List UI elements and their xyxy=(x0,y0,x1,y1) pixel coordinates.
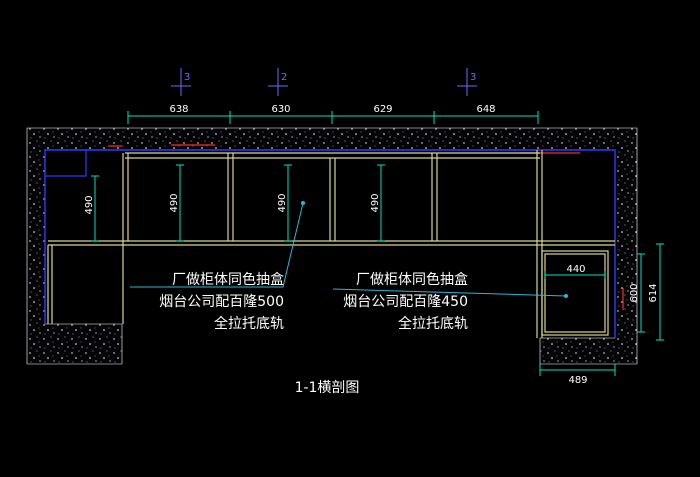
note-left-line-2: 烟台公司配百隆500 xyxy=(159,294,284,310)
drawer-height-2: 490 xyxy=(169,193,180,212)
right-unit-outer-width: 489 xyxy=(568,375,587,386)
right-unit-inner-height: 600 xyxy=(629,283,640,302)
cabinet-frame xyxy=(47,150,615,338)
leader-dot-right xyxy=(564,294,568,298)
section-markers xyxy=(171,68,477,96)
section-marker-3: 3 xyxy=(470,72,476,83)
top-dim-1: 638 xyxy=(169,104,188,115)
top-dim-3: 629 xyxy=(373,104,392,115)
drawer-height-4: 490 xyxy=(370,193,381,212)
top-dim-2: 630 xyxy=(271,104,290,115)
note-right-line-3: 全拉托底轨 xyxy=(398,315,468,332)
drawer-height-dimensions xyxy=(91,164,385,242)
right-unit-outer-height: 614 xyxy=(648,283,659,302)
note-right-line-2: 烟台公司配百隆450 xyxy=(343,294,468,310)
right-unit-inner-width: 440 xyxy=(566,264,585,275)
top-dim-4: 648 xyxy=(476,104,495,115)
note-left-line-3: 全拉托底轨 xyxy=(214,315,284,332)
drawer-height-3: 490 xyxy=(277,193,288,212)
section-marker-1: 3 xyxy=(184,72,190,83)
drawing-title: 1-1横剖图 xyxy=(295,380,360,396)
wall-section xyxy=(26,127,638,365)
leader-dot-left xyxy=(301,201,305,205)
note-right-line-1: 厂做柜体同色抽盒 xyxy=(356,271,468,288)
drawer-height-1: 490 xyxy=(84,195,95,214)
note-left-line-1: 厂做柜体同色抽盒 xyxy=(172,271,284,288)
right-unit-dimensions xyxy=(539,243,664,376)
top-dimension-chain xyxy=(127,111,539,124)
section-marker-2: 2 xyxy=(281,72,287,83)
leader-lines xyxy=(130,202,567,297)
